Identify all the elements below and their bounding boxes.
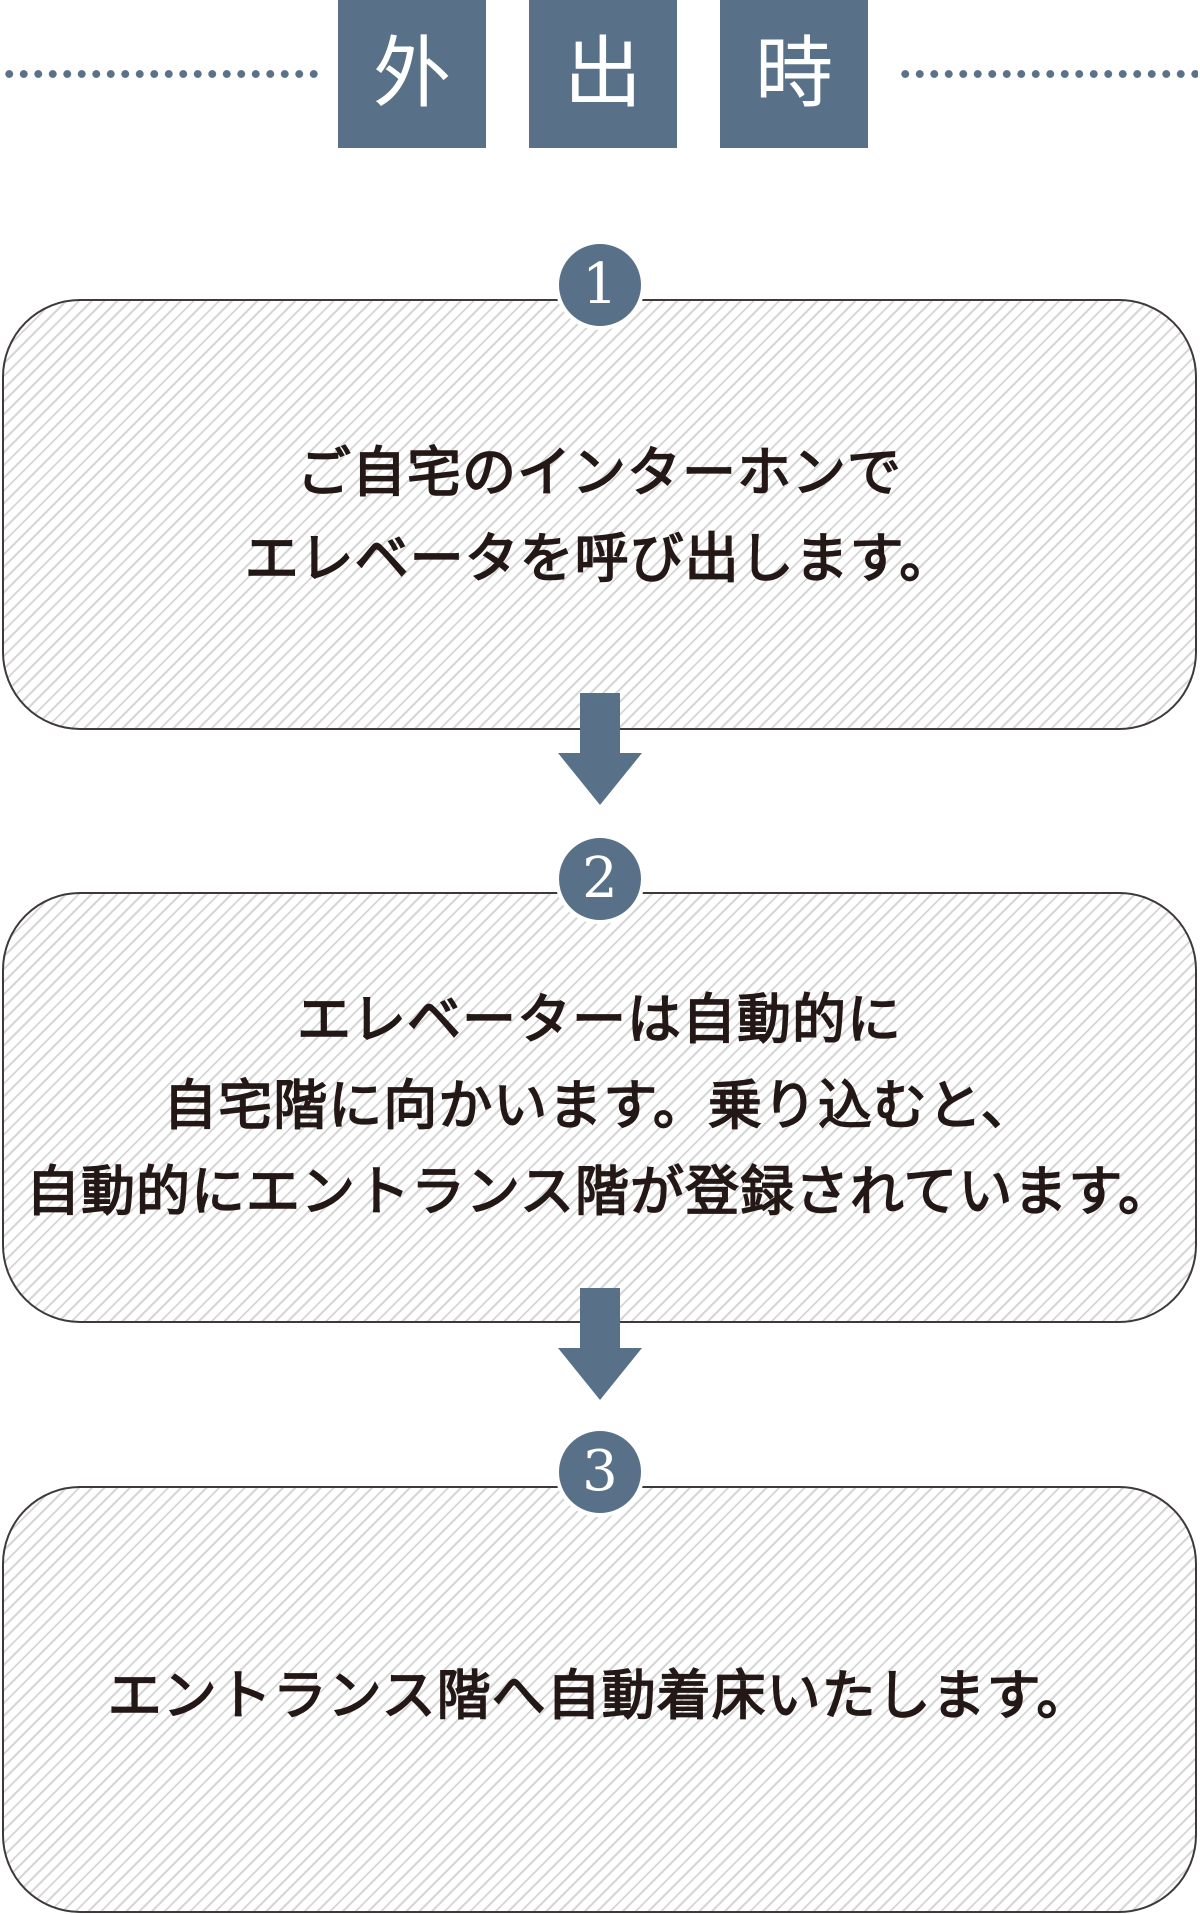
- step-number-badge-1: 1: [555, 240, 645, 330]
- step-number: 2: [582, 846, 618, 911]
- title-char-box-3: 時: [720, 0, 868, 148]
- title-char-box-1: 外: [338, 0, 486, 148]
- dotted-line-left: [2, 69, 322, 79]
- dotted-line-right: [898, 69, 1198, 79]
- arrow-down-icon: [558, 1288, 642, 1400]
- step-text-2: エレベーターは自動的に 自宅階に向かいます。乗り込むと、 自動的にエントランス階…: [26, 976, 1173, 1234]
- title-char: 出: [563, 29, 642, 119]
- title-char-box-2: 出: [529, 0, 677, 148]
- step-number-badge-3: 3: [555, 1427, 645, 1517]
- step-text-line: エントランス階へ自動着床いたします。: [107, 1662, 1092, 1727]
- step-number-badge-2: 2: [555, 834, 645, 924]
- title-char: 時: [754, 29, 833, 119]
- step-box-3: エントランス階へ自動着床いたします。: [2, 1486, 1197, 1913]
- arrow-down-icon: [558, 693, 642, 805]
- step-text-line: 自動的にエントランス階が登録されています。: [26, 1158, 1173, 1223]
- step-text-line: エレベーターは自動的に: [297, 986, 902, 1051]
- step-text-1: ご自宅のインターホンで エレベータを呼び出します。: [245, 429, 955, 601]
- step-text-line: 自宅階に向かいます。乗り込むと、: [163, 1072, 1036, 1137]
- step-text-line: エレベータを呼び出します。: [244, 525, 955, 590]
- step-box-1: ご自宅のインターホンで エレベータを呼び出します。: [2, 299, 1197, 730]
- step-number: 3: [582, 1439, 618, 1504]
- step-text-3: エントランス階へ自動着床いたします。: [108, 1652, 1092, 1738]
- section-header: 外 出 時: [0, 0, 1200, 150]
- step-number: 1: [582, 252, 618, 317]
- step-box-2: エレベーターは自動的に 自宅階に向かいます。乗り込むと、 自動的にエントランス階…: [2, 892, 1197, 1323]
- title-char: 外: [372, 29, 451, 119]
- step-text-line: ご自宅のインターホンで: [296, 439, 902, 504]
